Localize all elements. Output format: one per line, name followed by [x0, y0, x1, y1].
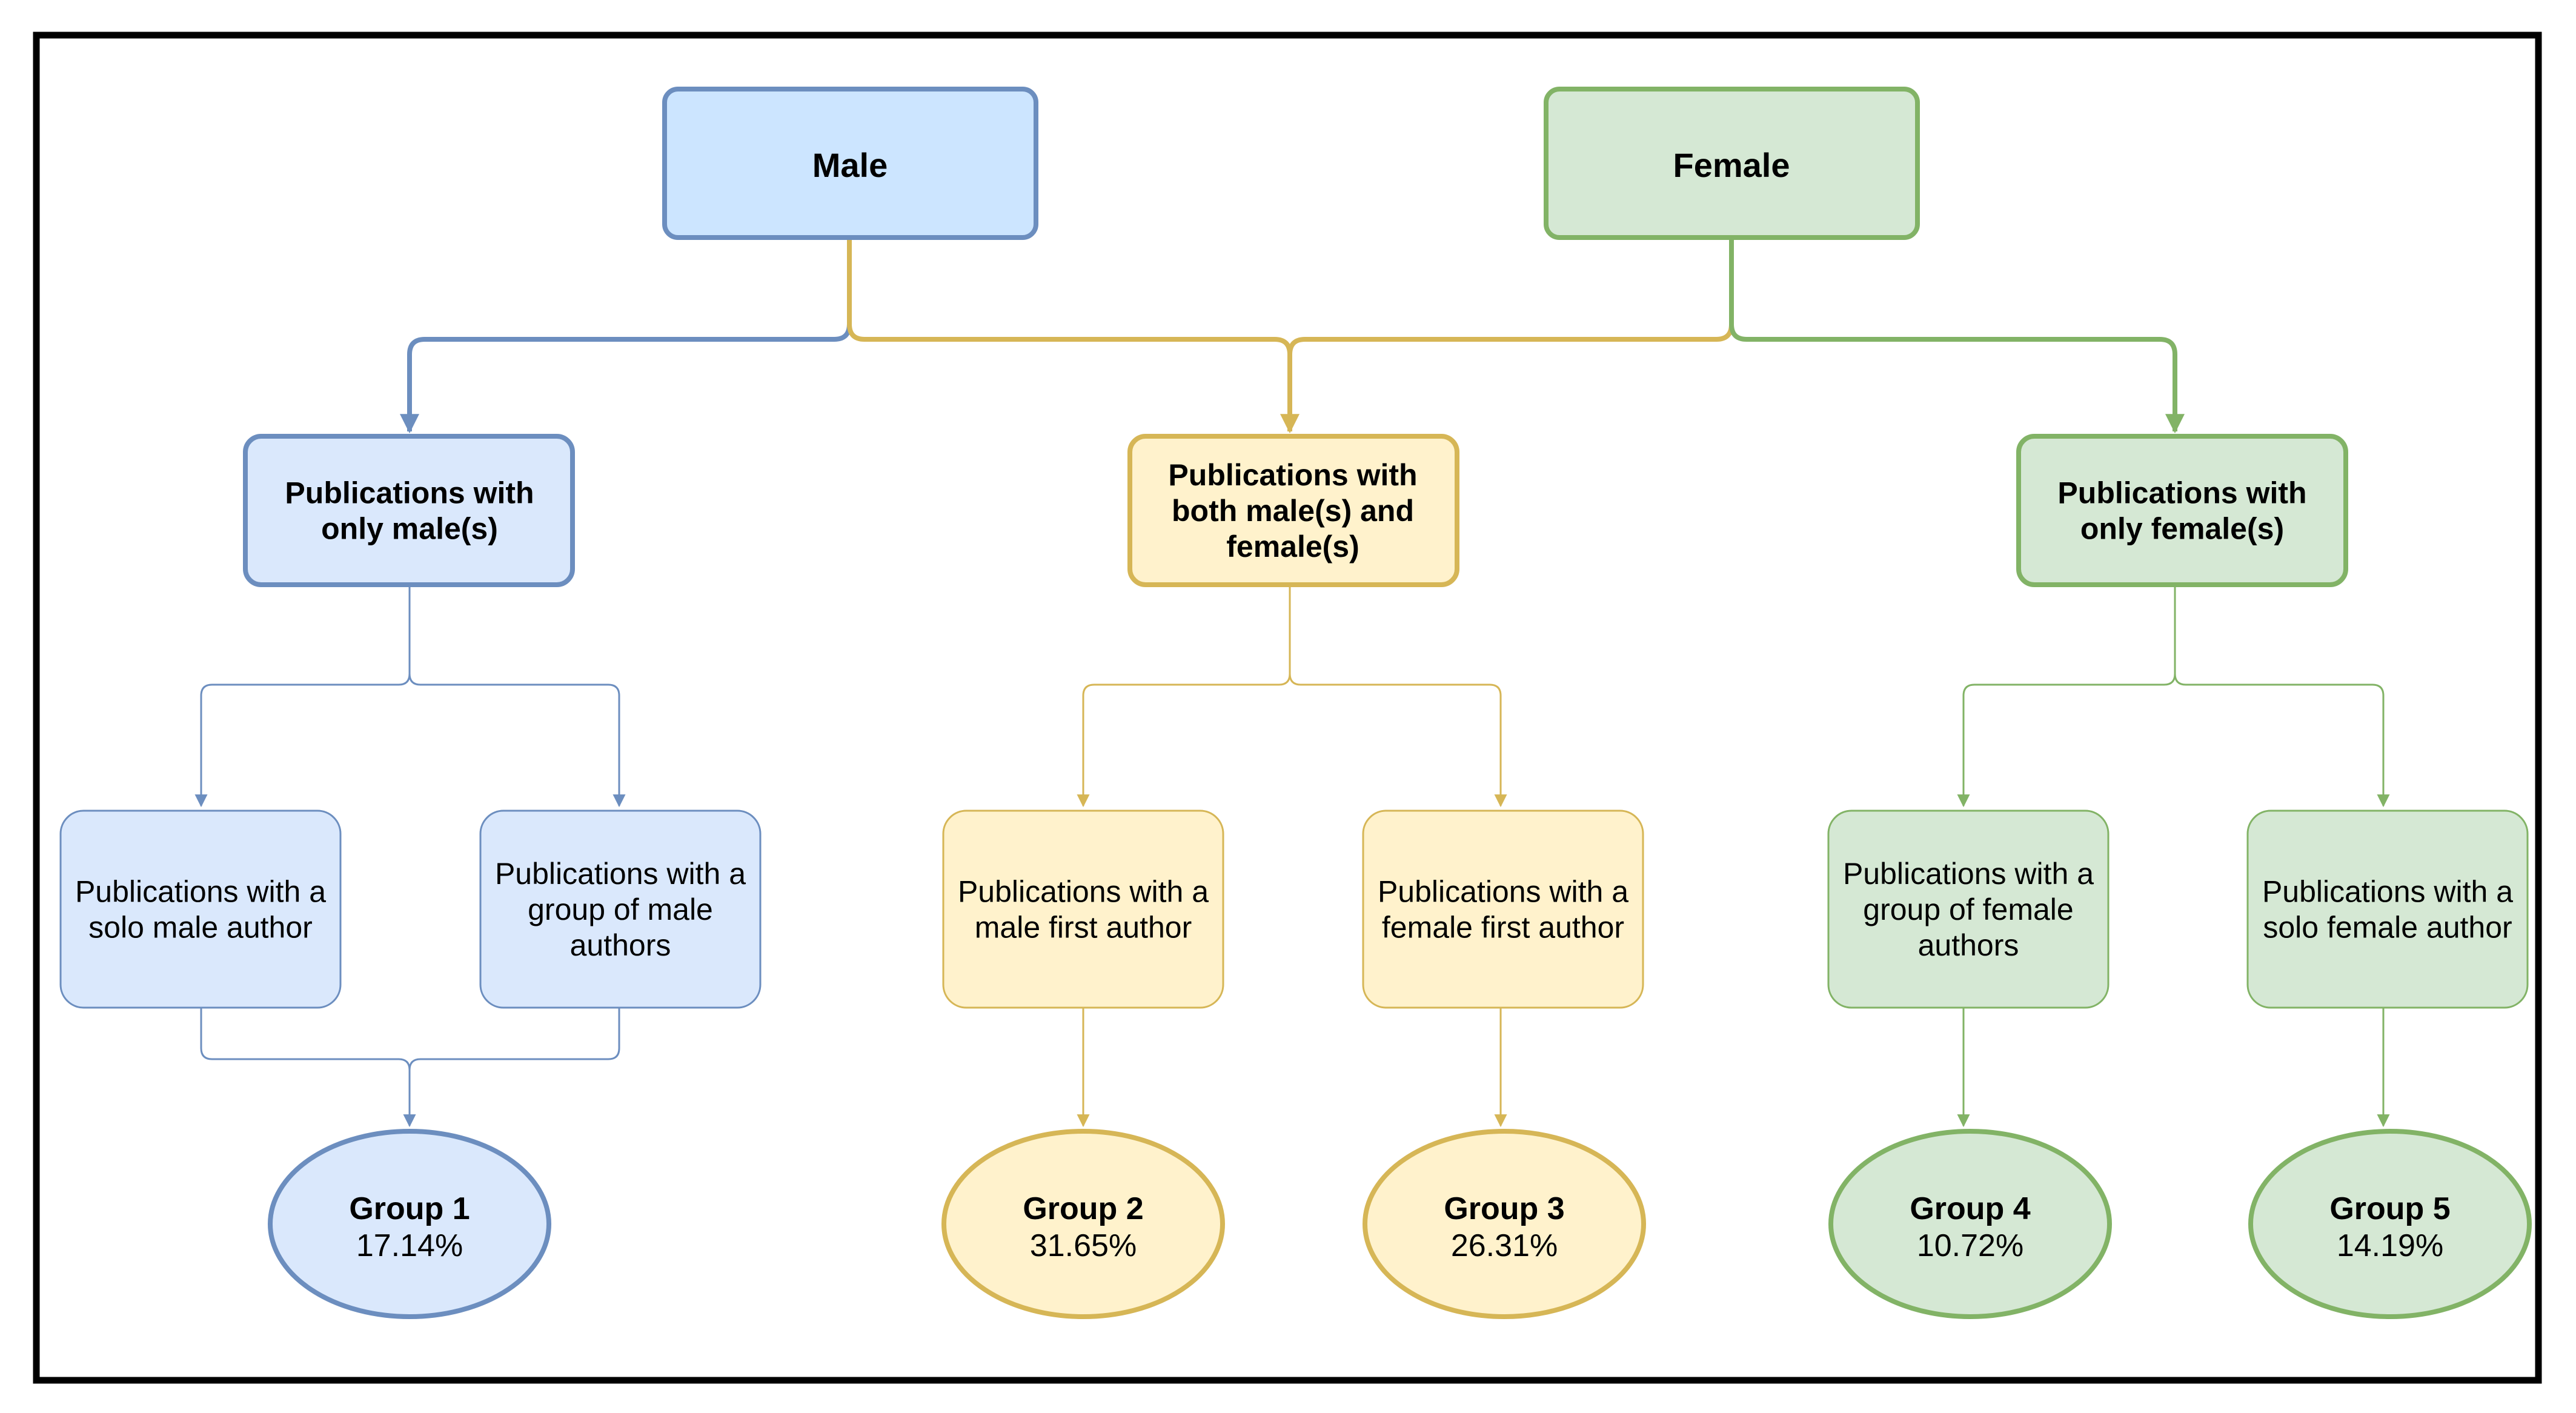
group-5-name: Group 5 — [2329, 1191, 2450, 1226]
label-line: Male — [812, 146, 888, 184]
label-line: Publications with — [285, 476, 534, 510]
group-3-percent: 26.31% — [1451, 1228, 1558, 1263]
label-line: only male(s) — [321, 512, 498, 546]
label-line: male first author — [975, 911, 1192, 945]
group-4-percent: 10.72% — [1917, 1228, 2023, 1263]
label-line: authors — [570, 928, 671, 962]
group-1-node: Group 1 17.14% — [268, 1129, 551, 1319]
connector-both-to-male-first — [1077, 585, 1291, 808]
label-line: Publications with — [2057, 476, 2306, 510]
group-4-node: Group 4 10.72% — [1828, 1129, 2112, 1319]
group-1-percent: 17.14% — [356, 1228, 463, 1263]
node-male: Male — [662, 87, 1038, 240]
label-line: Publications with a — [2262, 875, 2513, 909]
label-line: Female — [1673, 146, 1790, 184]
label-line: only female(s) — [2080, 512, 2284, 546]
connectors-top — [400, 239, 2185, 434]
group-2-name: Group 2 — [1023, 1191, 1143, 1226]
label-line: Publications with a — [1843, 857, 2094, 891]
label-line: female(s) — [1226, 530, 1359, 564]
connector-both-to-female-first — [1289, 673, 1507, 808]
connector-female-to-only-female — [1729, 239, 2185, 434]
group-3-name: Group 3 — [1444, 1191, 1564, 1226]
label-line: authors — [1918, 928, 2019, 962]
group-3-node: Group 3 26.31% — [1363, 1129, 1646, 1319]
connectors-bottom — [200, 1006, 2390, 1128]
node-male-label: Male — [812, 146, 888, 184]
label-line: solo female author — [2263, 911, 2512, 945]
group-2-percent: 31.65% — [1030, 1228, 1137, 1263]
group-1-name: Group 1 — [349, 1191, 470, 1226]
label-line: solo male author — [88, 911, 313, 945]
label-line: female first author — [1382, 911, 1624, 945]
connector-group-male-to-group1 — [408, 1006, 620, 1071]
label-line: group of female — [1863, 893, 2073, 926]
label-line: Publications with — [1168, 458, 1417, 492]
connectors-middle — [194, 585, 2390, 808]
connector-only-female-to-solo — [2174, 673, 2390, 808]
label-line: both male(s) and — [1172, 494, 1414, 528]
connector-only-male-to-group — [408, 673, 626, 808]
label-line: Publications with a — [1378, 875, 1628, 909]
group-4-name: Group 4 — [1910, 1191, 2030, 1226]
group-5-node: Group 5 14.19% — [2248, 1129, 2532, 1319]
connector-solo-male-to-group1 — [200, 1006, 416, 1128]
node-female: Female — [1544, 87, 1920, 240]
node-female-label: Female — [1673, 146, 1790, 184]
connector-only-female-to-group — [1957, 585, 2176, 808]
connector-only-male-to-solo — [194, 585, 411, 808]
label-line: Publications with a — [495, 857, 746, 891]
label-line: Publications with a — [75, 875, 326, 909]
group-2-node: Group 2 31.65% — [941, 1129, 1225, 1319]
group-5-percent: 14.19% — [2337, 1228, 2443, 1263]
label-line: Publications with a — [958, 875, 1209, 909]
label-line: group of male — [528, 893, 713, 926]
